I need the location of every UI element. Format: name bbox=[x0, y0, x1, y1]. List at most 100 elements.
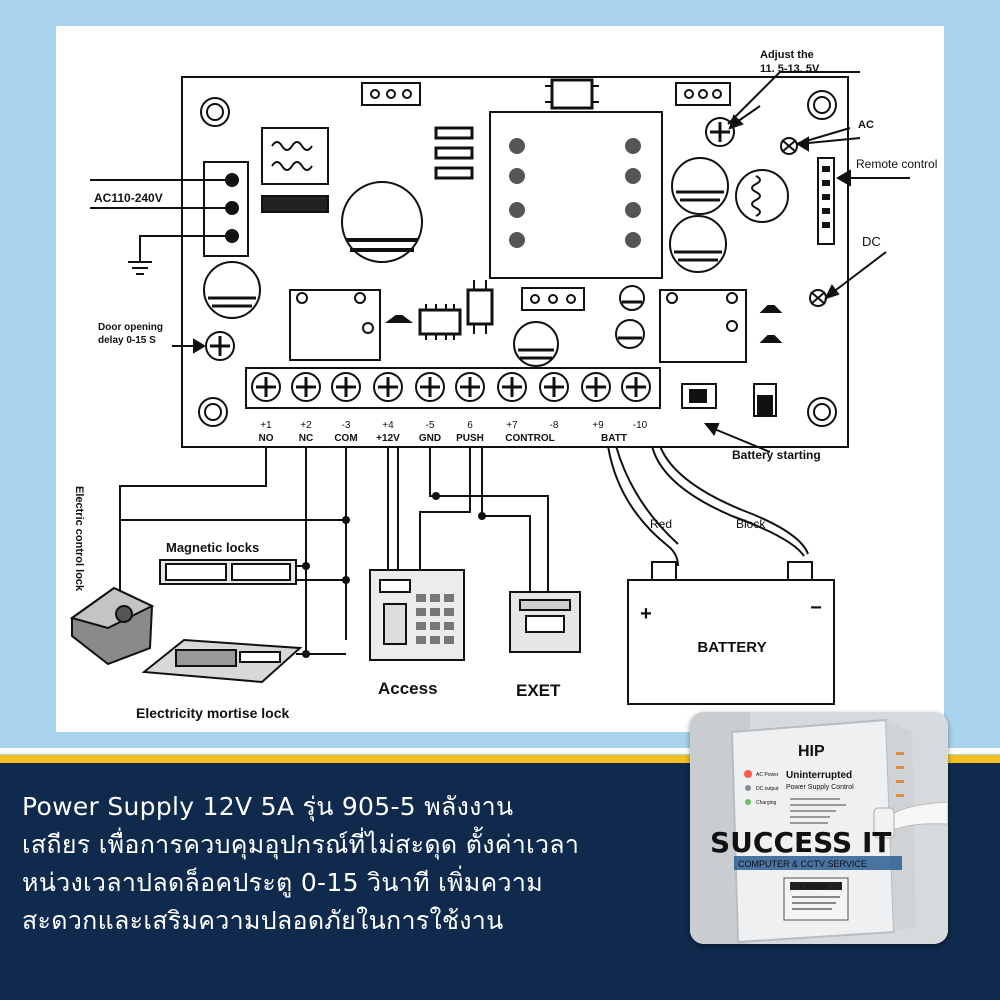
terminal-number: +2 bbox=[300, 420, 312, 431]
terminal-screw bbox=[539, 372, 569, 402]
capacitor-left bbox=[203, 261, 261, 319]
terminal-number: +4 bbox=[382, 420, 394, 431]
electric-control-lock-label: Electric control lock bbox=[73, 486, 85, 592]
relay-right bbox=[659, 289, 747, 363]
banner-gold-bar bbox=[0, 755, 1000, 765]
led-ac bbox=[780, 137, 798, 155]
terminal-number: +1 bbox=[260, 420, 272, 431]
terminal-number: -5 bbox=[426, 420, 435, 431]
coil bbox=[735, 169, 789, 223]
watermark-logo: SUCCESS IT bbox=[710, 826, 891, 859]
terminal-name: NC bbox=[299, 433, 313, 444]
vent-slots bbox=[896, 752, 904, 797]
battery-wires bbox=[607, 445, 809, 567]
terminal-number: +9 bbox=[592, 420, 604, 431]
ac-label: AC bbox=[858, 119, 874, 131]
jumper bbox=[753, 383, 777, 417]
terminal-number: 6 bbox=[467, 420, 473, 431]
led-label: Charging bbox=[756, 800, 777, 806]
caution-label bbox=[783, 877, 849, 921]
terminal-screws bbox=[251, 372, 651, 402]
terminal-screw bbox=[291, 372, 321, 402]
relay-left bbox=[289, 289, 381, 361]
ic-chip bbox=[418, 304, 462, 340]
magnetic-locks-label: Magnetic locks bbox=[166, 540, 259, 555]
battery-starting-label: Battery starting bbox=[732, 448, 821, 462]
top-connector-left bbox=[361, 82, 421, 106]
red-wire-label: Red bbox=[650, 517, 672, 531]
caption: Power Supply 12V 5A รุ่น 905-5 พลังงาน เ… bbox=[22, 788, 682, 940]
remote-control-label: Remote control bbox=[856, 157, 937, 171]
mounting-hole bbox=[198, 397, 228, 427]
terminal-name: CONTROL bbox=[505, 433, 554, 444]
terminal-number: -3 bbox=[342, 420, 351, 431]
capacitor-small bbox=[615, 285, 645, 349]
middle-connector bbox=[521, 287, 585, 311]
wire-junctions bbox=[302, 492, 486, 658]
spec-lines bbox=[790, 798, 846, 824]
capacitor-right-bottom bbox=[669, 215, 727, 273]
black-wire-label: Block bbox=[736, 517, 766, 531]
delay-potentiometer bbox=[205, 331, 235, 361]
battery-starting-switch bbox=[681, 383, 717, 409]
terminal-screw bbox=[415, 372, 445, 402]
mounting-hole bbox=[807, 397, 837, 427]
caution-text: CAUTION bbox=[800, 885, 827, 891]
terminal-screw bbox=[497, 372, 527, 402]
transformer-block bbox=[489, 111, 663, 279]
capacitor-mid bbox=[513, 321, 559, 367]
terminal-name: NO bbox=[259, 433, 274, 444]
terminal-screw bbox=[581, 372, 611, 402]
mortise-lock-device bbox=[141, 638, 303, 684]
battery-plus: + bbox=[640, 603, 652, 625]
transistor bbox=[759, 335, 783, 343]
capacitor-right-top bbox=[671, 157, 729, 215]
resistors bbox=[434, 126, 474, 180]
access-label: Access bbox=[378, 679, 438, 698]
battery-label: BATTERY bbox=[697, 639, 766, 656]
battery bbox=[627, 561, 835, 705]
caption-line: เสถียร เพื่อการควบคุมอุปกรณ์ที่ไม่สะดุด … bbox=[22, 830, 580, 859]
status-leds bbox=[744, 770, 752, 805]
terminal-name: COM bbox=[334, 433, 357, 444]
terminal-screw bbox=[455, 372, 485, 402]
terminal-number: +7 bbox=[506, 420, 518, 431]
box-title-1: Uninterrupted bbox=[786, 770, 852, 781]
door-delay-label-2: delay 0-15 S bbox=[98, 335, 156, 346]
inductor-coils bbox=[261, 127, 329, 185]
transistor bbox=[759, 305, 783, 313]
caption-line: หน่วงเวลาปลดล็อคประตู 0-15 วินาที เพิ่มค… bbox=[22, 868, 544, 897]
magnetic-lock-device bbox=[159, 559, 297, 585]
voltage-adjust-potentiometer bbox=[705, 117, 735, 147]
caption-line: สะดวกและเสริมความปลอดภัยในการใช้งาน bbox=[22, 906, 504, 935]
terminal-number: -8 bbox=[550, 420, 559, 431]
adjust-range-label: 11. 5-13. 5V bbox=[760, 63, 820, 75]
terminal-name: +12V bbox=[376, 433, 400, 444]
watermark-subtitle: COMPUTER & CCTV SERVICE bbox=[738, 859, 867, 869]
fuse bbox=[261, 195, 329, 213]
wiring-diagram: +1 NO +2 NC -3 COM +4 +12V -5 GND 6 PUSH… bbox=[69, 49, 937, 721]
adjust-label: Adjust the bbox=[760, 49, 814, 61]
door-delay-label-1: Door opening bbox=[98, 322, 163, 333]
terminal-screw bbox=[251, 372, 281, 402]
mounting-hole bbox=[807, 90, 837, 120]
top-connector-right bbox=[675, 82, 731, 106]
terminal-number: -10 bbox=[633, 420, 648, 431]
capacitor-large bbox=[341, 181, 423, 263]
banner-white-line bbox=[0, 748, 1000, 754]
product-photo: HIP Uninterrupted Power Supply Control A… bbox=[690, 712, 948, 944]
transistor bbox=[385, 315, 413, 323]
battery-minus: − bbox=[810, 597, 822, 619]
bridge-rectifier bbox=[466, 280, 494, 334]
box-title-2: Power Supply Control bbox=[786, 784, 854, 791]
brand-label: HIP bbox=[798, 743, 825, 760]
terminal-strip bbox=[245, 367, 661, 409]
caption-line: Power Supply 12V 5A รุ่น 905-5 พลังงาน bbox=[22, 792, 514, 821]
led-label: DC output bbox=[756, 786, 779, 792]
terminal-name: GND bbox=[419, 433, 441, 444]
mounting-hole bbox=[200, 97, 230, 127]
access-keypad-device bbox=[369, 569, 465, 661]
ac-input-label: AC110-240V bbox=[94, 191, 163, 205]
top-ic-chip bbox=[545, 78, 599, 110]
terminal-screw bbox=[373, 372, 403, 402]
